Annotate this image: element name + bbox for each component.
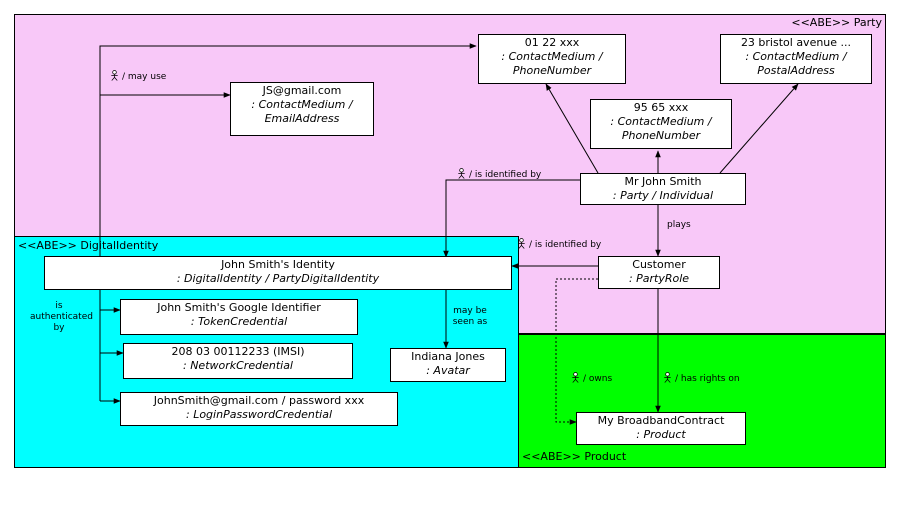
edge-label-may-use: / may use (109, 70, 166, 83)
node-postal-address[interactable]: 23 bristol avenue ... : ContactMedium / … (720, 34, 872, 84)
node-name: John Smith's Google Identifier (157, 301, 321, 314)
role-actor-icon (664, 372, 671, 383)
edge-individual-identified-by (443, 179, 580, 258)
node-name: 208 03 00112233 (IMSI) (171, 345, 305, 358)
node-name: My BroadbandContract (597, 414, 725, 427)
node-type: : ContactMedium / PostalAddress (745, 50, 847, 77)
node-type: : NetworkCredential (183, 359, 293, 372)
node-name: JS@gmail.com (262, 84, 342, 97)
node-name: Indiana Jones (411, 350, 485, 363)
edge-may-use-phone (99, 43, 477, 258)
edge-label-identified-by-1: / is identified by (456, 168, 541, 181)
role-actor-icon (518, 238, 525, 249)
node-token-credential[interactable]: John Smith's Google Identifier : TokenCr… (120, 299, 358, 335)
edge-owns (555, 278, 598, 425)
node-email-address[interactable]: JS@gmail.com : ContactMedium / EmailAddr… (230, 82, 374, 136)
node-phone-number-1[interactable]: 01 22 xxx : ContactMedium / PhoneNumber (478, 34, 626, 84)
product-region-label: <<ABE>> Product (522, 450, 627, 463)
node-customer[interactable]: Customer : PartyRole (598, 256, 720, 289)
node-name: 95 65 xxx (633, 101, 689, 114)
node-type: : Party / Individual (612, 189, 714, 202)
node-name: 01 22 xxx (524, 36, 580, 49)
node-type: : Product (636, 428, 686, 441)
node-type: : ContactMedium / PhoneNumber (501, 50, 603, 77)
node-type: : ContactMedium / EmailAddress (251, 98, 353, 125)
node-type: : TokenCredential (190, 315, 288, 328)
node-type: : Avatar (426, 364, 470, 377)
node-individual[interactable]: Mr John Smith : Party / Individual (580, 173, 746, 205)
node-name: Mr John Smith (624, 175, 702, 188)
node-broadband-contract[interactable]: My BroadbandContract : Product (576, 412, 746, 445)
edge-individual-phone1 (545, 83, 599, 174)
product-region (518, 334, 886, 468)
edge-label-identified-by-2: / is identified by (516, 238, 601, 251)
node-name: JohnSmith@gmail.com / password xxx (153, 394, 365, 407)
node-login-password-credential[interactable]: JohnSmith@gmail.com / password xxx : Log… (120, 392, 398, 426)
digital-identity-region-label: <<ABE>> DigitalIdentity (18, 239, 159, 252)
edge-label-plays: plays (667, 220, 691, 230)
node-name: 23 bristol avenue ... (740, 36, 852, 49)
role-actor-icon (458, 168, 465, 179)
node-avatar[interactable]: Indiana Jones : Avatar (390, 348, 506, 382)
node-type: : LoginPasswordCredential (186, 408, 332, 421)
node-type: : ContactMedium / PhoneNumber (610, 115, 712, 142)
node-type: : DigitalIdentity / PartyDigitalIdentity (176, 272, 380, 285)
node-type: : PartyRole (628, 272, 690, 285)
edge-label-may-be-seen-as: may be seen as (452, 306, 488, 327)
role-actor-icon (572, 372, 579, 383)
party-region-label: <<ABE>> Party (791, 16, 882, 29)
role-actor-icon (111, 70, 118, 81)
edge-individual-postal (719, 83, 799, 174)
edge-label-has-rights-on: / has rights on (662, 372, 740, 385)
node-network-credential[interactable]: 208 03 00112233 (IMSI) : NetworkCredenti… (123, 343, 353, 379)
node-digital-identity[interactable]: John Smith's Identity : DigitalIdentity … (44, 256, 512, 290)
node-name: Customer (632, 258, 686, 271)
node-phone-number-2[interactable]: 95 65 xxx : ContactMedium / PhoneNumber (590, 99, 732, 149)
edge-label-authenticated-by: is authenticated by (30, 301, 93, 333)
edge-label-owns: / owns (570, 372, 612, 385)
node-name: John Smith's Identity (221, 258, 335, 271)
